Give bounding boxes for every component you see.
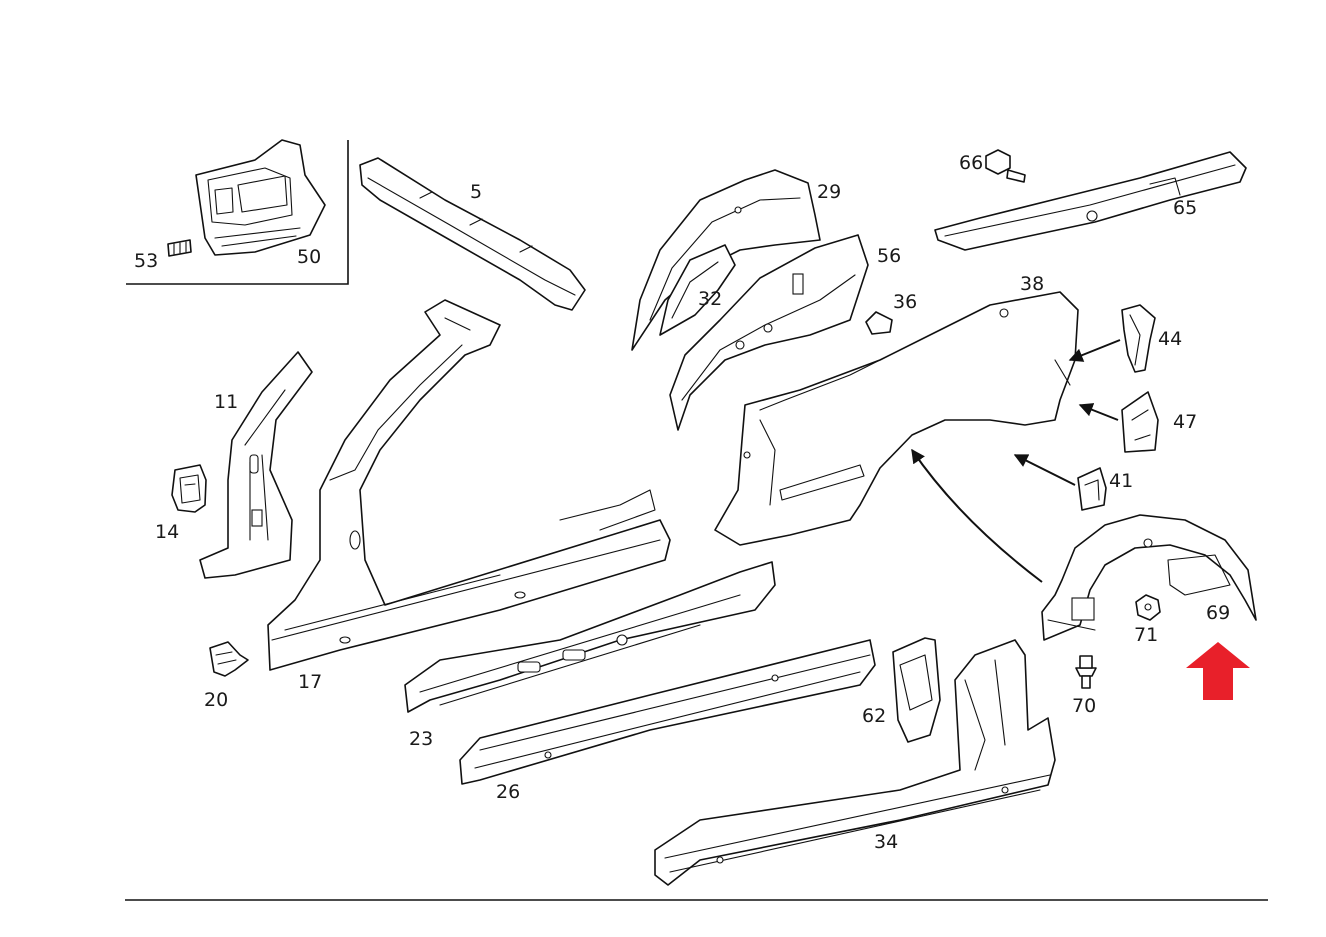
callout-70: 70 [1072, 695, 1096, 717]
callout-56: 56 [877, 245, 901, 267]
part-26-rocker[interactable] [459, 639, 876, 785]
part-44-bracket[interactable] [1121, 304, 1156, 373]
callout-62: 62 [862, 705, 886, 727]
part-11-pillar[interactable] [199, 351, 313, 579]
part-34-sill[interactable] [654, 639, 1056, 886]
callout-14: 14 [155, 521, 179, 543]
part-17-side-frame[interactable] [267, 299, 671, 671]
part-38-quarter-panel[interactable] [714, 291, 1079, 546]
callout-44: 44 [1158, 328, 1182, 350]
callout-69: 69 [1206, 602, 1230, 624]
part-36-cap[interactable] [865, 311, 893, 335]
callout-71: 71 [1134, 624, 1158, 646]
callout-20: 20 [204, 689, 228, 711]
assembly-arrow-44 [1068, 339, 1121, 362]
part-23-inner-sill[interactable] [404, 561, 776, 713]
callout-5: 5 [470, 181, 482, 203]
assembly-arrow-41 [1013, 454, 1076, 486]
part-50-bracket[interactable] [195, 139, 326, 256]
part-41-bracket[interactable] [1077, 467, 1107, 511]
part-47-bracket[interactable] [1121, 391, 1159, 453]
part-70-clip[interactable] [1075, 655, 1097, 689]
inset-frame [126, 140, 349, 285]
callout-11: 11 [214, 391, 238, 413]
callout-32: 32 [698, 288, 722, 310]
part-69-wheel-liner[interactable] [1041, 514, 1257, 641]
callout-50: 50 [297, 246, 321, 268]
callout-34: 34 [874, 831, 898, 853]
callout-29: 29 [817, 181, 841, 203]
callout-41: 41 [1109, 470, 1133, 492]
callout-36: 36 [893, 291, 917, 313]
part-56-arch-lower[interactable] [669, 234, 869, 431]
part-53-clip[interactable] [167, 239, 192, 257]
callout-17: 17 [298, 671, 322, 693]
part-14-bracket[interactable] [171, 464, 207, 513]
part-62-bracket[interactable] [892, 637, 941, 743]
callout-53: 53 [134, 250, 158, 272]
callout-38: 38 [1020, 273, 1044, 295]
callout-66: 66 [959, 152, 983, 174]
part-71-nut[interactable] [1135, 594, 1161, 621]
callout-23: 23 [409, 728, 433, 750]
part-32-reinforcement[interactable] [659, 244, 736, 336]
assembly-arrow-47 [1078, 403, 1119, 421]
assembly-arrow-69 [911, 448, 1043, 583]
part-65-rail[interactable] [934, 151, 1247, 251]
part-66-bolt[interactable] [985, 149, 1026, 183]
up-arrow-icon [1186, 642, 1250, 700]
callout-47: 47 [1173, 411, 1197, 433]
part-20-clip[interactable] [209, 641, 249, 677]
callout-26: 26 [496, 781, 520, 803]
callout-65: 65 [1173, 197, 1197, 219]
part-5-cross-member[interactable] [359, 157, 586, 311]
